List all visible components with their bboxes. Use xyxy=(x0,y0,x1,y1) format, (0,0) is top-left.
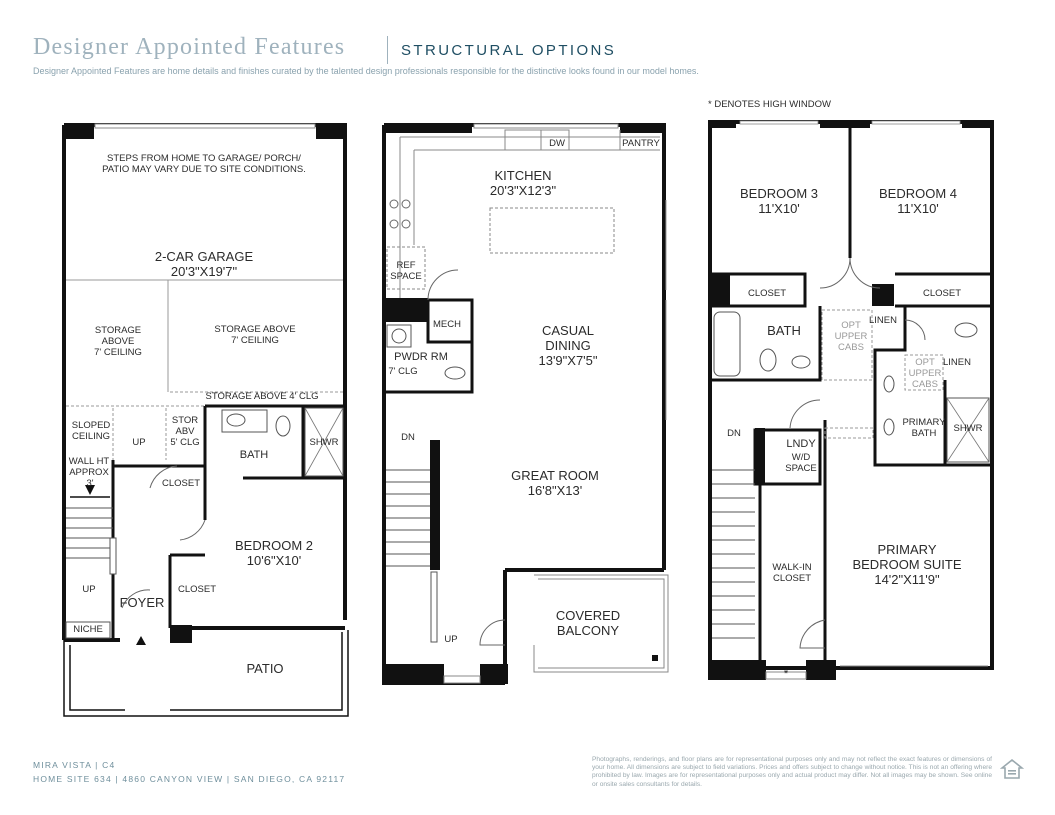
down-label: DN xyxy=(401,432,415,443)
garage-door xyxy=(94,123,316,129)
entry-arrow-icon xyxy=(136,636,146,645)
shower-label: SHWR xyxy=(953,423,983,434)
wall-height-dim: 3' xyxy=(86,478,94,489)
closet-label-1: CLOSET xyxy=(161,478,201,489)
down-arrow-icon xyxy=(85,485,95,495)
high-window-star: * xyxy=(783,668,789,680)
up-label: UP xyxy=(444,634,458,645)
pantry-label: PANTRY xyxy=(622,138,660,149)
page-subtitle: STRUCTURAL OPTIONS xyxy=(401,42,617,59)
mech-label: MECH xyxy=(433,319,461,330)
powder-room-label: PWDR RM xyxy=(394,351,448,363)
legal-disclaimer: Photographs, renderings, and floor plans… xyxy=(592,756,992,788)
down-label: DN xyxy=(727,428,741,439)
patio-label: PATIO xyxy=(246,661,284,676)
foyer-label: FOYER xyxy=(119,595,165,610)
shower-label: SHWR xyxy=(309,437,339,448)
homesite-address: HOME SITE 634 | 4860 CANYON VIEW | SAN D… xyxy=(33,774,346,784)
page-title: Designer Appointed Features xyxy=(33,34,346,60)
garage-note: STEPS FROM HOME TO GARAGE/ PORCH/PATIO M… xyxy=(102,153,306,175)
page-description: Designer Appointed Features are home det… xyxy=(33,66,699,76)
bath-label: BATH xyxy=(239,449,269,461)
niche-label: NICHE xyxy=(73,624,103,635)
equal-housing-icon xyxy=(1000,758,1024,782)
linen-label-1: LINEN xyxy=(869,315,897,326)
closet-left-label: CLOSET xyxy=(747,288,787,299)
bath-label: BATH xyxy=(767,323,801,338)
closet-right-label: CLOSET xyxy=(922,288,962,299)
dishwasher-label: DW xyxy=(549,138,565,149)
high-window-note: * DENOTES HIGH WINDOW xyxy=(708,99,831,110)
header-divider xyxy=(387,36,388,64)
storage-4-label: STORAGE ABOVE 4' CLG xyxy=(205,391,319,402)
linen-label-2: LINEN xyxy=(943,357,971,368)
closet-label-2: CLOSET xyxy=(177,584,217,595)
up-label-1: UP xyxy=(132,437,146,448)
powder-ceiling-label: 7' CLG xyxy=(388,366,418,377)
up-label-2: UP xyxy=(82,584,96,595)
laundry-label: LNDY xyxy=(786,438,816,450)
community-label: MIRA VISTA | C4 xyxy=(33,760,116,770)
